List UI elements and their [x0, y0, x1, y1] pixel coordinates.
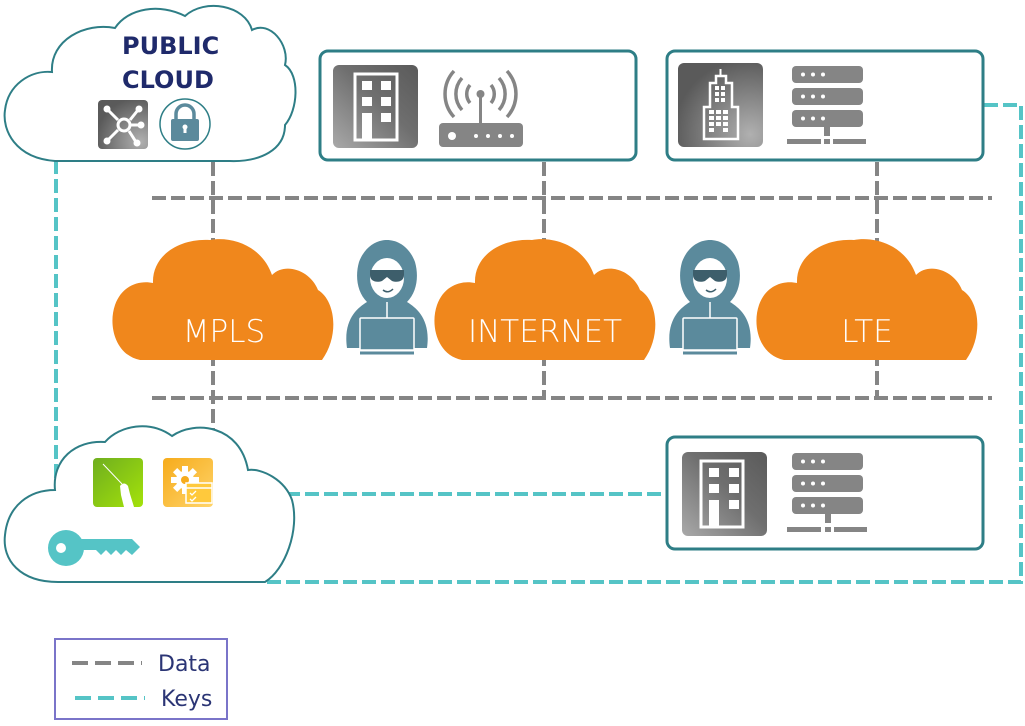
- network-hub-icon: [98, 100, 148, 149]
- network-cloud-label: MPLS: [183, 314, 265, 350]
- office-building-icon: [333, 65, 418, 148]
- site-datacenter[interactable]: [665, 435, 985, 551]
- legend-item-data: Data: [72, 652, 211, 677]
- hacker-icon: [346, 240, 428, 355]
- lock-icon: [159, 98, 211, 150]
- key-line-hq-to-keycloud: [265, 103, 1023, 584]
- public-cloud-title-line1: PUBLIC: [122, 32, 219, 60]
- server-stack-icon: [787, 453, 867, 532]
- hacker-icon: [669, 240, 751, 355]
- network-cloud-shape: [112, 239, 334, 360]
- network-cloud-internet[interactable]: INTERNET: [434, 239, 656, 360]
- legend-label-data: Data: [158, 652, 211, 677]
- network-cloud-label: INTERNET: [468, 314, 622, 350]
- office-building-icon: [682, 452, 767, 536]
- key-management-cloud[interactable]: [3, 425, 296, 583]
- public-cloud-title-line2: CLOUD: [122, 66, 214, 94]
- legend-label-keys: Keys: [161, 687, 212, 712]
- network-cloud-shape: [756, 239, 978, 360]
- network-cloud-shape: [434, 239, 656, 360]
- key-lines: [54, 103, 1023, 584]
- legend-item-keys: Keys: [75, 687, 212, 712]
- key-icon: [48, 530, 140, 566]
- settings-policy-icon: [163, 458, 213, 507]
- public-cloud-outline: [3, 4, 297, 163]
- site-headquarters[interactable]: [665, 49, 985, 162]
- network-cloud-label: LTE: [841, 314, 893, 350]
- site-branch-wireless[interactable]: [318, 49, 638, 162]
- wireless-router-icon: [439, 69, 523, 147]
- orchestrator-icon: [93, 458, 143, 507]
- network-cloud-lte[interactable]: LTE: [756, 239, 978, 360]
- server-stack-icon: [787, 66, 866, 144]
- key-cloud-outline: [3, 425, 296, 583]
- legend-box: [54, 638, 228, 720]
- public-cloud[interactable]: PUBLIC CLOUD: [3, 4, 297, 163]
- legend: Data Keys: [54, 638, 228, 720]
- network-cloud-mpls[interactable]: MPLS: [112, 239, 334, 360]
- skyscraper-icon: [678, 63, 763, 147]
